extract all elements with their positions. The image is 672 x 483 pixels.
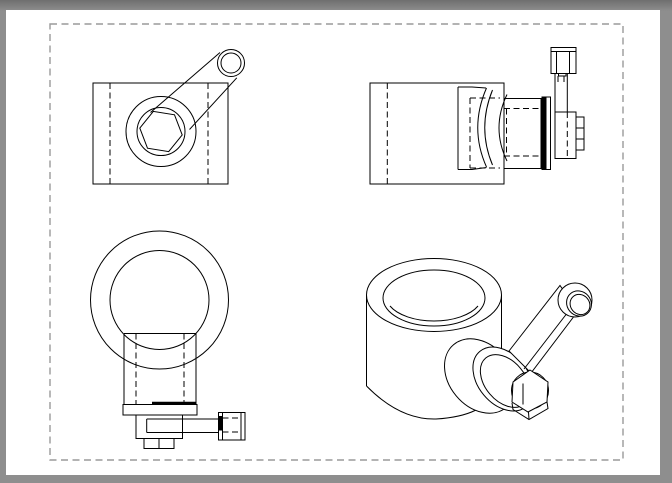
handle-knob (550, 47, 577, 74)
end-cap (545, 96, 551, 170)
lever-collar (218, 416, 223, 431)
collar-curve (477, 87, 487, 168)
hex-bolt-head (511, 369, 549, 413)
boss-inner-circle (136, 107, 186, 156)
cylinder-body-outline (369, 82, 505, 185)
desktop-top-shade (0, 0, 672, 11)
washer-bar (541, 96, 546, 170)
clamp-block-outline (504, 98, 542, 169)
handle-arm-ridge (523, 305, 574, 370)
ring-inner-circle (109, 250, 210, 350)
handle-knob-inner (220, 52, 242, 74)
paper-sheet (6, 10, 660, 475)
side-view[interactable] (369, 47, 585, 185)
collar-curve (484, 89, 493, 166)
handle-knob-outer (217, 49, 245, 77)
bore-depth-arc (389, 305, 479, 322)
arm-knob-hole (569, 293, 591, 316)
collar-curve (498, 94, 508, 162)
cylinder-bore (382, 269, 486, 327)
knob-neck-step (558, 73, 567, 77)
handle-edge (150, 52, 221, 113)
boss-outer-circle (125, 96, 197, 167)
handle-edge (189, 77, 238, 130)
hex-socket (139, 110, 183, 153)
isometric-view[interactable] (366, 258, 597, 428)
hex-prism-edge (528, 411, 530, 420)
cylinder-bottom-arc (366, 385, 477, 420)
printable-margin-border (49, 23, 624, 461)
bolt-head-side (575, 116, 585, 151)
lever-knob (218, 412, 246, 441)
clamp-body-outline (92, 82, 229, 185)
ring-outer-circle (90, 230, 229, 370)
top-view[interactable] (90, 230, 246, 449)
cylinder-top-face (366, 258, 502, 332)
front-view[interactable] (92, 49, 245, 185)
collar-top-edge (458, 86, 487, 89)
